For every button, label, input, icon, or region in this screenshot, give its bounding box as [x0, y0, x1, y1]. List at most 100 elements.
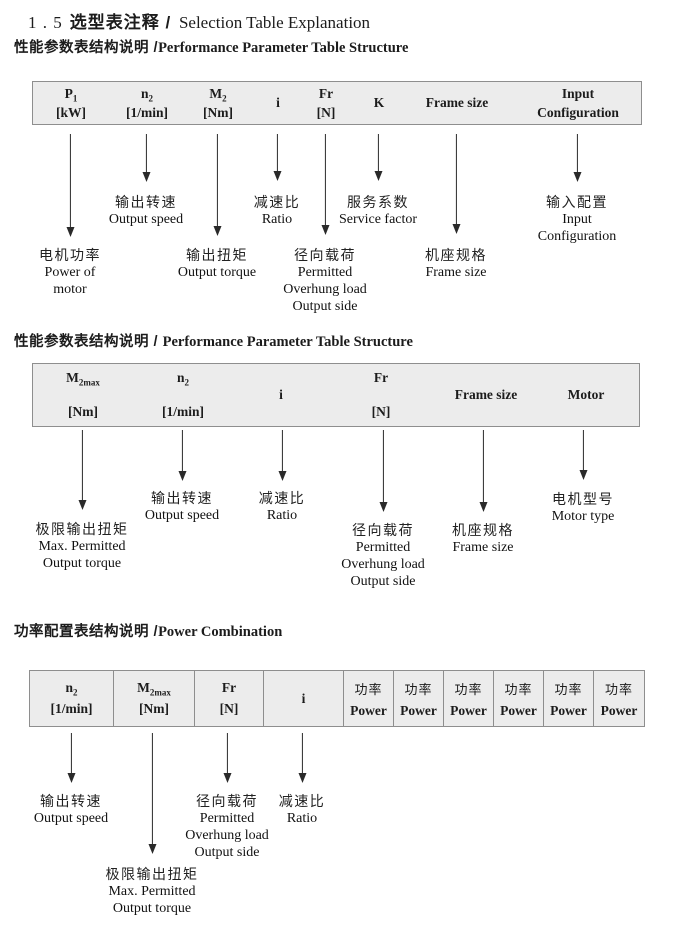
callout-overhung-load: 径向载荷 Permitted Overhung load Output side — [185, 793, 269, 861]
callout-en: Output torque — [177, 265, 257, 280]
down-arrow-icon — [374, 134, 383, 181]
callout-zh: 极限输出扭矩 — [35, 521, 129, 537]
section3-heading-english: Power Combination — [158, 624, 283, 640]
callout-input-configuration: 输入配置 Input Configuration — [538, 194, 617, 245]
down-arrow-icon — [298, 733, 307, 783]
col-input-configuration: Input Configuration — [537, 82, 619, 124]
callout-en: Output torque — [112, 901, 192, 916]
down-arrow-icon — [67, 733, 76, 783]
callout-output-torque: 输出扭矩 Output torque — [178, 247, 256, 281]
col-n2-symbol: n2 — [65, 680, 78, 698]
callout-motor-type: 电机型号 Motor type — [552, 491, 615, 525]
col-frame-size: Frame size — [455, 364, 518, 426]
power-zh: 功率 — [354, 681, 383, 697]
callout-ratio: 减速比 Ratio — [279, 793, 326, 827]
col-frame-size: Frame size — [426, 82, 489, 124]
callout-zh: 电机型号 — [551, 491, 614, 507]
down-arrow-icon — [321, 134, 330, 235]
col-n2-symbol: n2 — [140, 85, 153, 104]
col-motor: Motor — [568, 364, 605, 426]
col-n2-unit: [1/min] — [126, 104, 168, 120]
col-fr-unit: [N] — [371, 404, 391, 419]
power-zh: 功率 — [404, 681, 433, 697]
power-en: Power — [600, 702, 638, 718]
callout-en: Power of — [44, 265, 96, 280]
callout-zh: 减速比 — [278, 793, 326, 809]
callout-en: Ratio — [261, 212, 293, 227]
callout-en: Service factor — [338, 212, 418, 227]
callout-frame-size: 机座规格 Frame size — [452, 522, 514, 556]
callout-en: Output side — [292, 299, 358, 314]
callout-en: Output torque — [42, 556, 122, 571]
col-m2max-symbol: M2max — [137, 680, 171, 698]
down-arrow-icon — [579, 430, 588, 480]
callout-zh: 输入配置 — [545, 194, 608, 210]
title-number: 1 . 5 — [28, 13, 63, 32]
callout-en: Permitted — [297, 265, 353, 280]
down-arrow-icon — [178, 430, 187, 481]
callout-max-output-torque: 极限输出扭矩 Max. Permitted Output torque — [36, 521, 129, 572]
performance-table-1: P1 [kW] n2 [1/min] M2 [Nm] i Fr [N] K Fr… — [32, 81, 642, 125]
col-power-5: 功率 Power — [543, 671, 593, 726]
section1-heading-english: Performance Parameter Table Structure — [158, 40, 409, 56]
col-m2-unit: [Nm] — [203, 104, 233, 120]
col-fr: Fr [N] — [372, 364, 391, 426]
callout-overhung-load: 径向载荷 Permitted Overhung load Output side — [341, 522, 425, 590]
col-i: i — [276, 82, 280, 124]
col-m2max-unit: [Nm] — [68, 404, 98, 419]
col-i-symbol: i — [276, 95, 280, 110]
col-n2-unit: [1/min] — [50, 701, 93, 716]
callout-en: Output side — [194, 845, 260, 860]
page-title: 1 . 5 选型表注释 / Selection Table Explanation — [28, 8, 370, 33]
col-fr-unit: [N] — [316, 104, 336, 120]
callout-en: Overhung load — [185, 828, 269, 843]
col-n2: n2 [1/min] — [30, 671, 113, 726]
col-k-symbol: K — [373, 95, 385, 110]
title-chinese: 选型表注释 / — [69, 13, 172, 32]
callout-en: Overhung load — [283, 282, 367, 297]
callout-en: Input — [562, 212, 592, 227]
col-fr: Fr [N] — [194, 671, 263, 726]
callout-en: Max. Permitted — [108, 884, 196, 899]
performance-table-2: M2max [Nm] n2 [1/min] i Fr [N] Frame siz… — [32, 363, 640, 427]
power-en: Power — [350, 702, 387, 718]
col-frame-size-label: Frame size — [425, 95, 489, 110]
down-arrow-icon — [78, 430, 87, 510]
col-m2max: M2max [Nm] — [113, 671, 194, 726]
col-n2-unit: [1/min] — [162, 404, 204, 419]
col-m2: M2 [Nm] — [203, 82, 233, 124]
col-n2: n2 [1/min] — [126, 82, 168, 124]
col-n2: n2 [1/min] — [162, 364, 204, 426]
col-power-1: 功率 Power — [343, 671, 393, 726]
col-fr-symbol: Fr — [221, 680, 237, 695]
callout-en: motor — [53, 282, 87, 297]
callout-en: Permitted — [199, 811, 255, 826]
callout-ratio: 减速比 Ratio — [259, 490, 306, 524]
section2-heading-chinese: 性能参数表结构说明 / — [14, 334, 163, 350]
col-fr: Fr [N] — [317, 82, 336, 124]
title-english: Selection Table Explanation — [178, 13, 371, 32]
callout-zh: 减速比 — [253, 194, 301, 210]
callout-output-speed: 输出转速 Output speed — [145, 490, 219, 524]
power-en: Power — [400, 702, 437, 718]
callout-zh: 输出转速 — [39, 793, 102, 809]
power-zh: 功率 — [604, 681, 633, 697]
power-zh: 功率 — [554, 681, 583, 697]
callout-en: Output speed — [108, 212, 184, 227]
col-m2max-symbol: M2max — [66, 370, 100, 388]
col-input-line2: Configuration — [537, 104, 619, 120]
power-en: Power — [550, 702, 587, 718]
section1-heading-chinese: 性能参数表结构说明 / — [14, 40, 159, 56]
callout-zh: 径向载荷 — [352, 522, 414, 538]
power-zh: 功率 — [504, 681, 533, 697]
section3-heading-chinese: 功率配置表结构说明 / — [14, 624, 159, 640]
callout-service-factor: 服务系数 Service factor — [339, 194, 417, 228]
down-arrow-icon — [213, 134, 222, 236]
col-p1: P1 [kW] — [56, 82, 86, 124]
section3-heading: 功率配置表结构说明 /Power Combination — [14, 620, 282, 641]
callout-zh: 径向载荷 — [196, 793, 258, 809]
callout-en: Output speed — [33, 811, 109, 826]
callout-en: Output speed — [144, 508, 220, 523]
col-motor-label: Motor — [567, 387, 605, 402]
